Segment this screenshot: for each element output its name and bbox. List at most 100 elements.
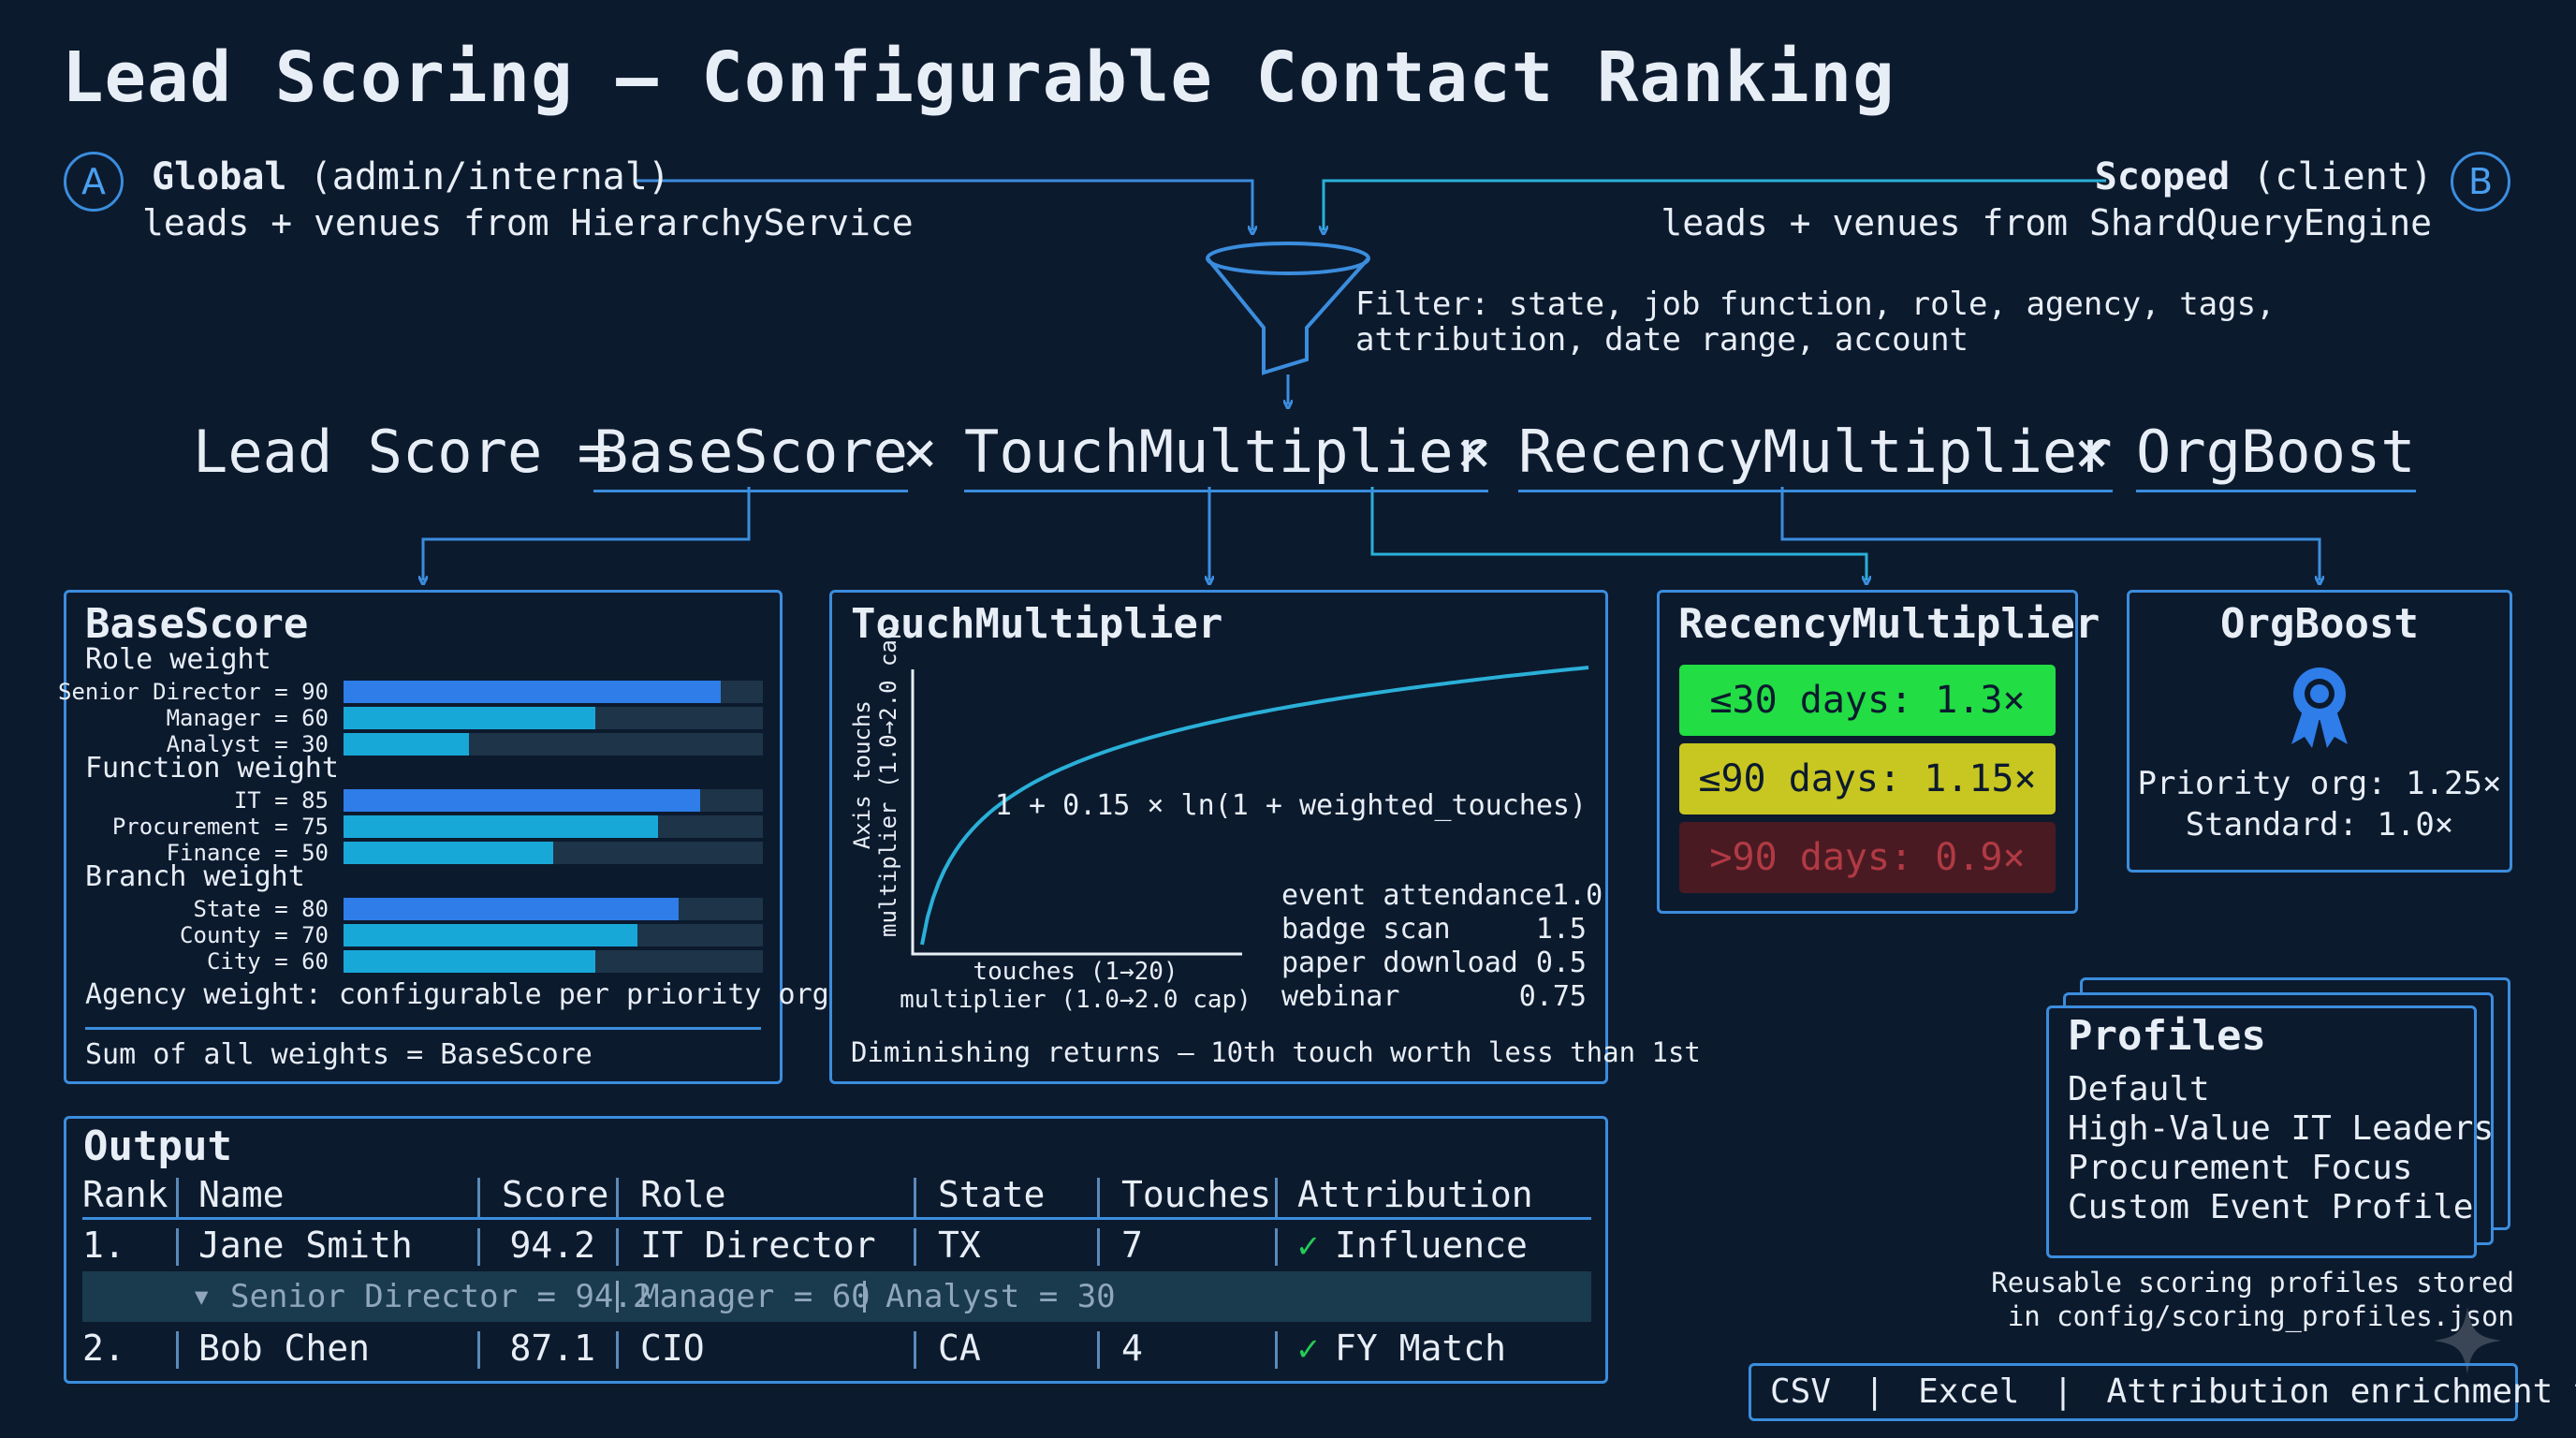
export-options-bar: CSV | Excel | Attribution enrichment tog… [1749,1363,2576,1421]
weight-label: City = 60 [206,948,329,975]
formula-recency: RecencyMultiplier [1518,418,2113,492]
global-connector [637,179,1252,230]
column-separator [477,1331,480,1369]
formula-touch: TouchMultiplier [964,418,1488,492]
filter-line-1: Filter: state, job function, role, agenc… [1355,286,2276,323]
column-separator [1275,1228,1278,1266]
column-header: Touches [1121,1174,1272,1215]
sparkle-icon [2434,1307,2501,1374]
export-separator: | [1864,1372,1885,1411]
weight-bar [344,950,595,973]
weight-bar [344,898,679,920]
export-excel[interactable]: Excel [1918,1372,2020,1411]
touch-weight-value: 0.5 [1535,946,1587,979]
column-separator [914,1178,916,1219]
cell-rank: 2. [82,1328,125,1369]
orgboost-title: OrgBoost [2220,600,2419,648]
cell-role: IT Director [640,1225,876,1266]
touch-multiplier-panel: TouchMultiplier Axis touchs multiplier (… [829,590,1701,1084]
funnel-icon [1206,242,1370,375]
orgboost-panel: OrgBoost Priority org: 1.25× Standard: 1… [2127,590,2512,873]
weight-group-label: Branch weight [85,860,305,893]
weight-bar [344,681,721,703]
weight-bar [344,842,553,864]
column-header: Score [502,1174,609,1215]
cell-name: Bob Chen [198,1328,371,1369]
profile-item[interactable]: High-Value IT Leaders [2068,1109,2495,1148]
cell-role: CIO [640,1328,705,1369]
check-icon: ✓ [1297,1225,1319,1266]
profile-item[interactable]: Custom Event Profile [2068,1188,2474,1226]
basescore-title: BaseScore [85,600,309,648]
formula-times-3: × [2074,418,2110,486]
cell-state: TX [938,1225,981,1266]
formula-times-2: × [1456,418,1492,486]
export-separator: | [2053,1372,2073,1411]
cell-state: CA [938,1328,981,1369]
scoped-name: Scoped [2094,155,2231,198]
cell-attribution: Influence [1335,1225,1528,1266]
column-separator [616,1331,619,1369]
agency-weight-note: Agency weight: configurable per priority… [85,978,829,1011]
column-separator [616,1178,619,1219]
formula-base: BaseScore [593,418,908,492]
profile-item[interactable]: Default [2068,1070,2210,1108]
cell-touches: 7 [1121,1225,1143,1266]
detail-separator [616,1281,619,1313]
column-separator [477,1178,480,1219]
chart-axes [911,669,1242,956]
column-header: Rank [82,1174,168,1215]
cell-name: Jane Smith [198,1225,413,1266]
touch-title: TouchMultiplier [851,600,1223,648]
global-badge: A [64,152,124,212]
scoped-connector [1324,179,2106,230]
basescore-sum: Sum of all weights = BaseScore [85,1038,593,1071]
recency-connector [1370,487,1866,580]
orgboost-priority: Priority org: 1.25× [2137,765,2502,802]
detail-senior-director: Senior Director = 94.2 [230,1278,652,1315]
column-separator [1097,1178,1100,1219]
column-separator [176,1331,179,1369]
recency-multiplier-panel: RecencyMultiplier [1657,590,2100,914]
check-icon: ✓ [1297,1328,1319,1369]
global-name: Global [152,155,287,198]
touch-y-label: Axis touchs multiplier (1.0→2.0 cap) [849,612,901,937]
expanded-detail-row[interactable] [82,1271,1591,1322]
column-separator [914,1331,916,1369]
column-header: Attribution [1297,1174,1533,1215]
weight-bar [344,924,637,946]
cell-rank: 1. [82,1225,125,1266]
recency-tier-over-90: >90 days: 0.9× [1679,822,2056,893]
multiplier-curve [920,666,1589,946]
profile-item[interactable]: Procurement Focus [2068,1149,2413,1187]
weight-label: State = 80 [193,896,329,922]
touch-weight-name: event attendance [1281,879,1552,912]
orgboost-standard: Standard: 1.0× [2185,806,2454,844]
output-title: Output [83,1123,232,1170]
attribution-toggle[interactable]: Attribution enrichment toggle [2106,1372,2576,1411]
weight-bar [344,789,700,812]
column-separator [616,1228,619,1266]
column-separator [1097,1331,1100,1369]
collapse-triangle-icon[interactable]: ▼ [195,1284,209,1310]
weight-label: Analyst = 30 [166,731,329,757]
column-header: Role [640,1174,726,1215]
cell-score: 94.2 [509,1225,595,1266]
weight-label: Manager = 60 [166,705,329,731]
org-connector [1780,487,2320,580]
profiles-note: Reusable scoring profiles stored in conf… [1991,1267,2514,1332]
basescore-panel: BaseScore Agency weight: configurable pe… [58,590,829,1084]
formula-prefix: Lead Score = [193,418,612,486]
column-header: State [938,1174,1046,1215]
touch-footer: Diminishing returns — 10th touch worth l… [851,1036,1701,1068]
touch-equation: 1 + 0.15 × ln(1 + weighted_touches) [994,789,1587,822]
touch-weight-name: badge scan [1281,913,1451,946]
weight-bar [344,707,595,729]
export-csv[interactable]: CSV [1770,1372,1832,1411]
cell-attribution: FY Match [1335,1328,1507,1369]
